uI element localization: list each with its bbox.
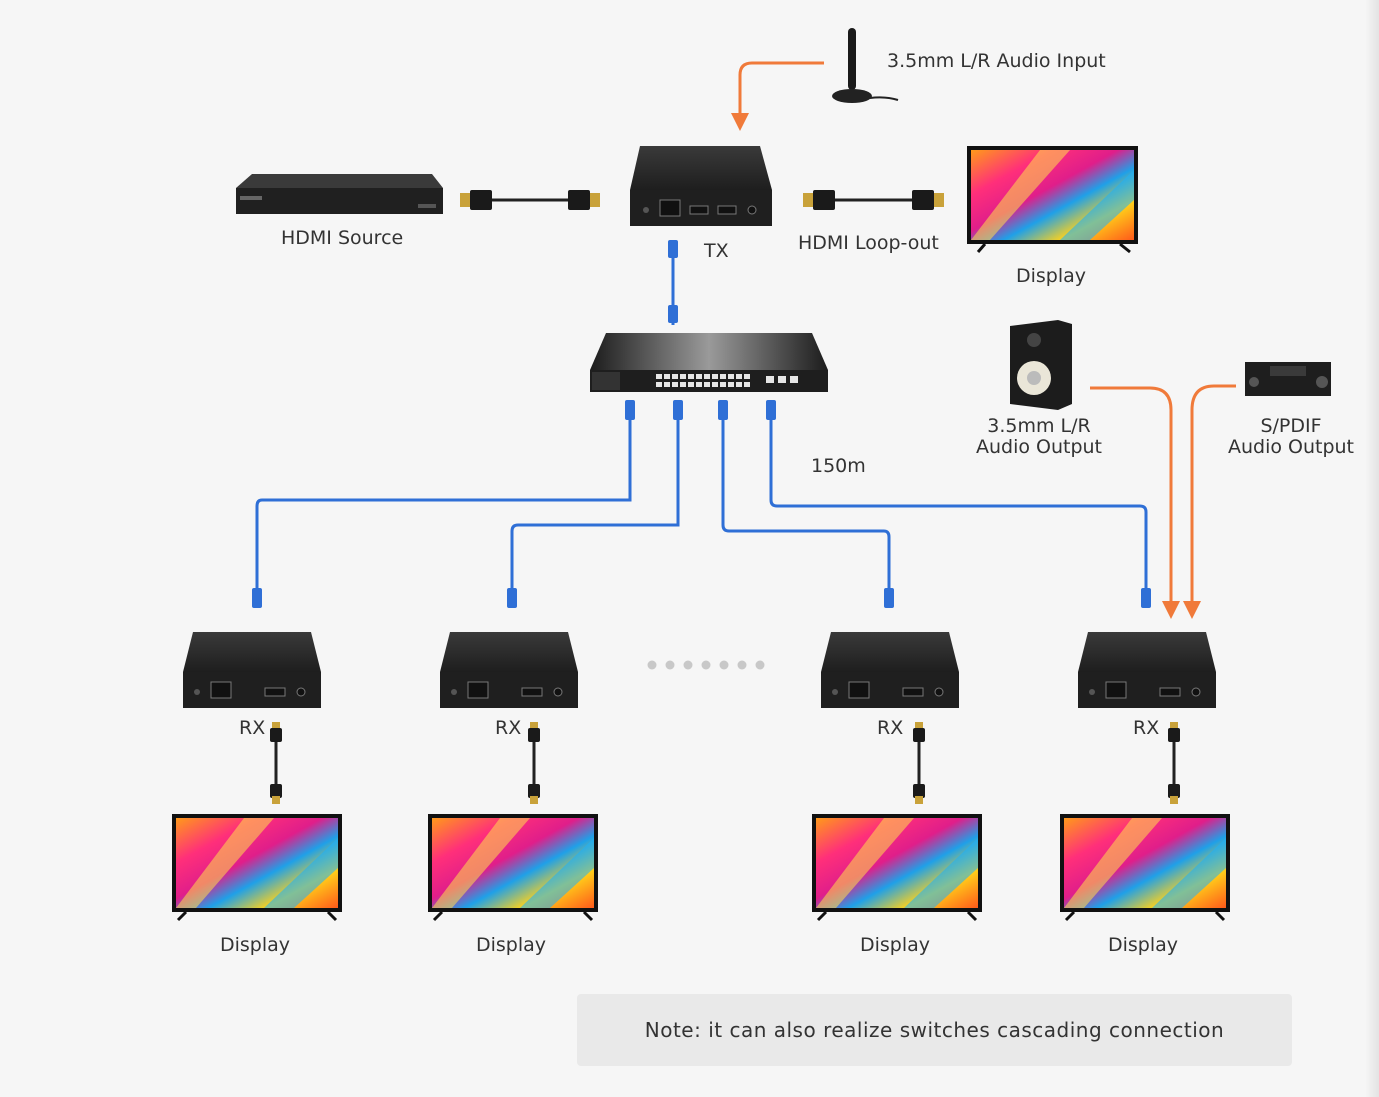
spdif-output-line1: S/PDIF	[1260, 415, 1322, 437]
rx-extender-icon-2	[440, 632, 578, 708]
audio-output-35-line2: Audio Output	[975, 435, 1103, 458]
loop-display-label: Display	[1016, 265, 1087, 287]
audio-output-35-arrow	[1090, 386, 1180, 619]
display-label-1: Display	[220, 934, 291, 956]
display-tv-icon-3	[812, 814, 982, 922]
receivers	[172, 632, 1230, 922]
switch-to-rx3-cable	[721, 410, 891, 600]
av-receiver-icon	[1245, 362, 1331, 396]
switch-to-rx4-cable	[769, 410, 1148, 600]
audio-arrows	[731, 61, 1236, 619]
hdmi-source-label: HDMI Source	[281, 227, 404, 249]
loop-display-tv-icon	[967, 146, 1138, 254]
display-tv-icon-1	[172, 814, 342, 922]
spdif-output-line2: Audio Output	[1227, 435, 1355, 458]
distance-label: 150m	[811, 455, 866, 477]
rx-extender-icon-4	[1078, 632, 1216, 708]
hdmi-cable-loop-out	[803, 190, 944, 210]
audio-output-35-label: 3.5mm L/R Audio Output	[968, 416, 1110, 458]
hdmi-cable-rx-2	[528, 722, 540, 804]
audio-output-35-line1: 3.5mm L/R	[987, 415, 1091, 437]
audio-input-label: 3.5mm L/R Audio Input	[887, 50, 1106, 72]
network-cables	[255, 245, 1148, 600]
note-text: Note: it can also realize switches casca…	[644, 1018, 1225, 1042]
spdif-output-label: S/PDIF Audio Output	[1220, 416, 1362, 458]
display-label-4: Display	[1108, 934, 1179, 956]
rx-extender-icon-3	[821, 632, 959, 708]
note-box: Note: it can also realize switches casca…	[577, 994, 1292, 1066]
display-label-2: Display	[476, 934, 547, 956]
rj45-plugs	[252, 240, 1151, 608]
blu-ray-player-icon	[236, 174, 443, 214]
tx-label: TX	[704, 240, 729, 262]
audio-input-arrow	[731, 61, 824, 131]
more-receivers-dots	[647, 660, 765, 670]
rx-label-1: RX	[239, 717, 266, 739]
antenna-icon	[832, 28, 899, 103]
hdmi-cable-source-tx	[460, 190, 600, 210]
display-label-3: Display	[860, 934, 931, 956]
speaker-icon	[1010, 320, 1072, 410]
display-tv-icon-2	[428, 814, 598, 922]
edge-shadow	[1365, 0, 1379, 1097]
hdmi-cable-rx-4	[1168, 722, 1180, 804]
switch-to-rx2-cable	[510, 410, 680, 600]
rx-label-2: RX	[495, 717, 522, 739]
display-tv-icon-4	[1060, 814, 1230, 922]
rx-label-3: RX	[877, 717, 904, 739]
hdmi-cable-rx-1	[270, 722, 282, 804]
hdmi-cable-rx-3	[913, 722, 925, 804]
network-switch-icon	[590, 333, 828, 392]
spdif-output-arrow	[1183, 384, 1236, 619]
rx-extender-icon-1	[183, 632, 321, 708]
loop-out-label: HDMI Loop-out	[798, 232, 939, 254]
tx-extender-icon	[630, 146, 772, 226]
rx-label-4: RX	[1133, 717, 1160, 739]
switch-to-rx1-cable	[255, 410, 632, 600]
